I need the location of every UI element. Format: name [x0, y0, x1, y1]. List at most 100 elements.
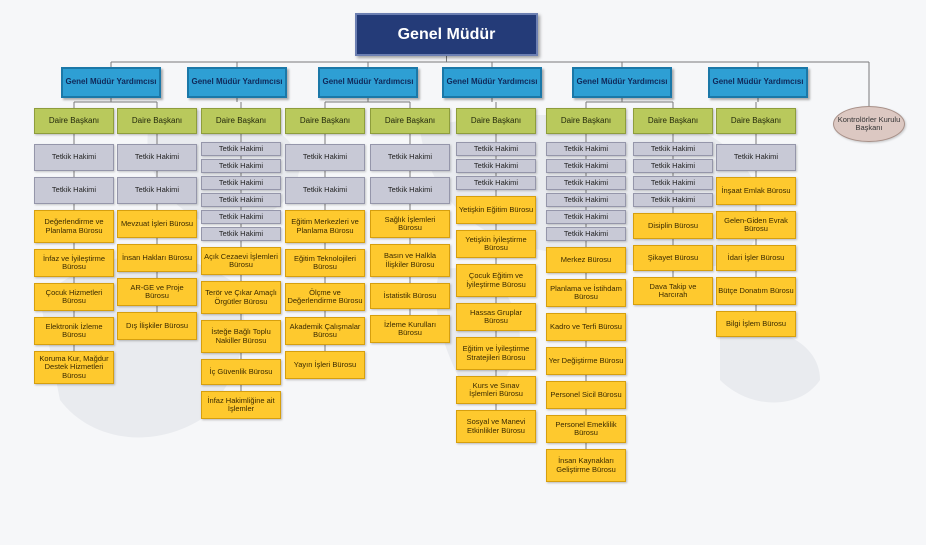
department-box-label: Daire Başkanı	[647, 115, 699, 125]
department-box-label: Daire Başkanı	[730, 115, 782, 125]
department-box: Daire Başkanı	[716, 108, 796, 134]
judge-box: Tetkik Hakimi	[546, 176, 626, 190]
bureau-box: Sosyal ve Manevi Etkinlikler Bürosu	[456, 410, 536, 443]
judge-box: Tetkik Hakimi	[546, 227, 626, 241]
bureau-box-label: Yer Değiştirme Bürosu	[548, 355, 624, 365]
judge-box-label: Tetkik Hakimi	[650, 194, 696, 204]
bureau-box: Değerlendirme ve Planlama Bürosu	[34, 210, 114, 243]
judge-box-label: Tetkik Hakimi	[650, 143, 696, 153]
bureau-box: İnfaz ve İyileştirme Bürosu	[34, 249, 114, 277]
bureau-box-label: Eğitim Teknolojileri Bürosu	[294, 253, 356, 271]
judge-box: Tetkik Hakimi	[546, 142, 626, 156]
bureau-box: Personel Sicil Bürosu	[546, 381, 626, 409]
judge-box: Tetkik Hakimi	[456, 159, 536, 173]
bureau-box-label: İdari İşler Bürosu	[727, 252, 785, 262]
bureau-box-label: Personel Emeklilik Bürosu	[555, 419, 617, 437]
bureau-box: Terör ve Çıkar Amaçlı Örgütler Bürosu	[201, 281, 281, 314]
department-box: Daire Başkanı	[34, 108, 114, 134]
bureau-box: Bütçe Donatım Bürosu	[716, 277, 796, 305]
bureau-box: Eğitim ve İyileştirme Stratejileri Büros…	[456, 337, 536, 370]
judge-box: Tetkik Hakimi	[633, 142, 713, 156]
judge-box: Tetkik Hakimi	[201, 193, 281, 207]
judge-box: Tetkik Hakimi	[456, 176, 536, 190]
judge-box: Tetkik Hakimi	[546, 159, 626, 173]
bureau-box: Gelen-Giden Evrak Bürosu	[716, 211, 796, 239]
bureau-box-label: Terör ve Çıkar Amaçlı Örgütler Bürosu	[205, 288, 277, 306]
bureau-box: İdari İşler Bürosu	[716, 245, 796, 271]
bureau-box-label: İnsan Kaynakları Geliştirme Bürosu	[556, 456, 616, 474]
bureau-box: İnfaz Hakimliğine ait İşlemler	[201, 391, 281, 419]
control-board-label: Kontrolörler Kurulu Başkanı	[837, 114, 901, 132]
bureau-box-label: Koruma Kur, Mağdur Destek Hizmetleri Bür…	[39, 353, 109, 380]
judge-box: Tetkik Hakimi	[117, 144, 197, 171]
bureau-box-label: İsteğe Bağlı Toplu Nakiller Bürosu	[211, 327, 271, 345]
department-box: Daire Başkanı	[370, 108, 450, 134]
department-box-label: Daire Başkanı	[560, 115, 612, 125]
bureau-box-label: Ölçme ve Değerlendirme Bürosu	[287, 287, 363, 305]
bureau-box: Yer Değiştirme Bürosu	[546, 347, 626, 375]
bureau-box-label: Disiplin Bürosu	[647, 220, 699, 230]
judge-box: Tetkik Hakimi	[716, 144, 796, 171]
deputy-box: Genel Müdür Yardımcısı	[61, 67, 161, 98]
judge-box-label: Tetkik Hakimi	[387, 152, 433, 162]
director-title: Genel Müdür	[397, 25, 496, 43]
bureau-box-label: Basın ve Halkla İlişkiler Bürosu	[383, 251, 437, 269]
bureau-box-label: İzleme Kurulları Bürosu	[383, 319, 437, 337]
judge-box-label: Tetkik Hakimi	[218, 160, 264, 170]
judge-box: Tetkik Hakimi	[201, 159, 281, 173]
bureau-box: İzleme Kurulları Bürosu	[370, 315, 450, 343]
judge-box-label: Tetkik Hakimi	[51, 185, 97, 195]
bureau-box-label: Dış İlişkiler Bürosu	[125, 320, 189, 330]
bureau-box: İç Güvenlik Bürosu	[201, 359, 281, 385]
judge-box: Tetkik Hakimi	[285, 177, 365, 204]
bureau-box-label: Eğitim Merkezleri ve Planlama Bürosu	[291, 217, 359, 235]
bureau-box-label: Gelen-Giden Evrak Bürosu	[724, 215, 788, 233]
bureau-box-label: Elektronik İzleme Bürosu	[45, 321, 103, 339]
judge-box-label: Tetkik Hakimi	[218, 211, 264, 221]
judge-box: Tetkik Hakimi	[546, 210, 626, 224]
bureau-box-label: Planlama ve İstihdam Bürosu	[550, 283, 622, 301]
department-box-label: Daire Başkanı	[48, 115, 100, 125]
bureau-box: Kadro ve Terfi Bürosu	[546, 313, 626, 341]
bureau-box: Dış İlişkiler Bürosu	[117, 312, 197, 340]
bureau-box: Koruma Kur, Mağdur Destek Hizmetleri Bür…	[34, 351, 114, 384]
judge-box-label: Tetkik Hakimi	[563, 160, 609, 170]
deputy-box-label: Genel Müdür Yardımcısı	[712, 77, 804, 87]
bureau-box: Yetişkin Eğitim Bürosu	[456, 196, 536, 224]
department-box: Daire Başkanı	[201, 108, 281, 134]
deputy-box-label: Genel Müdür Yardımcısı	[65, 77, 157, 87]
bureau-box-label: İstatistik Bürosu	[383, 290, 437, 300]
judge-box-label: Tetkik Hakimi	[134, 152, 180, 162]
department-box: Daire Başkanı	[546, 108, 626, 134]
judge-box-label: Tetkik Hakimi	[473, 160, 519, 170]
bureau-box-label: İnfaz ve İyileştirme Bürosu	[42, 253, 106, 271]
department-box-label: Daire Başkanı	[215, 115, 267, 125]
bureau-box: Akademik Çalışmalar Bürosu	[285, 317, 365, 345]
bureau-box-label: Personel Sicil Bürosu	[550, 389, 622, 399]
bureau-box-label: Bütçe Donatım Bürosu	[718, 285, 794, 295]
judge-box-label: Tetkik Hakimi	[302, 152, 348, 162]
bureau-box: Hassas Gruplar Bürosu	[456, 303, 536, 331]
department-box-label: Daire Başkanı	[470, 115, 522, 125]
bureau-box: İstatistik Bürosu	[370, 283, 450, 309]
deputy-box: Genel Müdür Yardımcısı	[187, 67, 287, 98]
bureau-box: Çocuk Hizmetleri Bürosu	[34, 283, 114, 311]
bureau-box-label: Çocuk Eğitim ve İyileştirme Bürosu	[466, 271, 526, 289]
judge-box: Tetkik Hakimi	[34, 144, 114, 171]
control-board-box: Kontrolörler Kurulu Başkanı	[833, 106, 905, 142]
judge-box-label: Tetkik Hakimi	[563, 177, 609, 187]
bureau-box: Yetişkin İyileştirme Bürosu	[456, 230, 536, 258]
judge-box-label: Tetkik Hakimi	[218, 228, 264, 238]
bureau-box-label: Çocuk Hizmetleri Bürosu	[45, 287, 103, 305]
judge-box: Tetkik Hakimi	[370, 177, 450, 204]
judge-box: Tetkik Hakimi	[201, 227, 281, 241]
bureau-box-label: Merkez Bürosu	[560, 254, 612, 264]
judge-box-label: Tetkik Hakimi	[563, 228, 609, 238]
deputy-box-label: Genel Müdür Yardımcısı	[191, 77, 283, 87]
bureau-box-label: Değerlendirme ve Planlama Bürosu	[44, 217, 104, 235]
bureau-box-label: Bilgi İşlem Bürosu	[725, 318, 787, 328]
judge-box-label: Tetkik Hakimi	[650, 177, 696, 187]
deputy-box: Genel Müdür Yardımcısı	[318, 67, 418, 98]
judge-box-label: Tetkik Hakimi	[563, 194, 609, 204]
